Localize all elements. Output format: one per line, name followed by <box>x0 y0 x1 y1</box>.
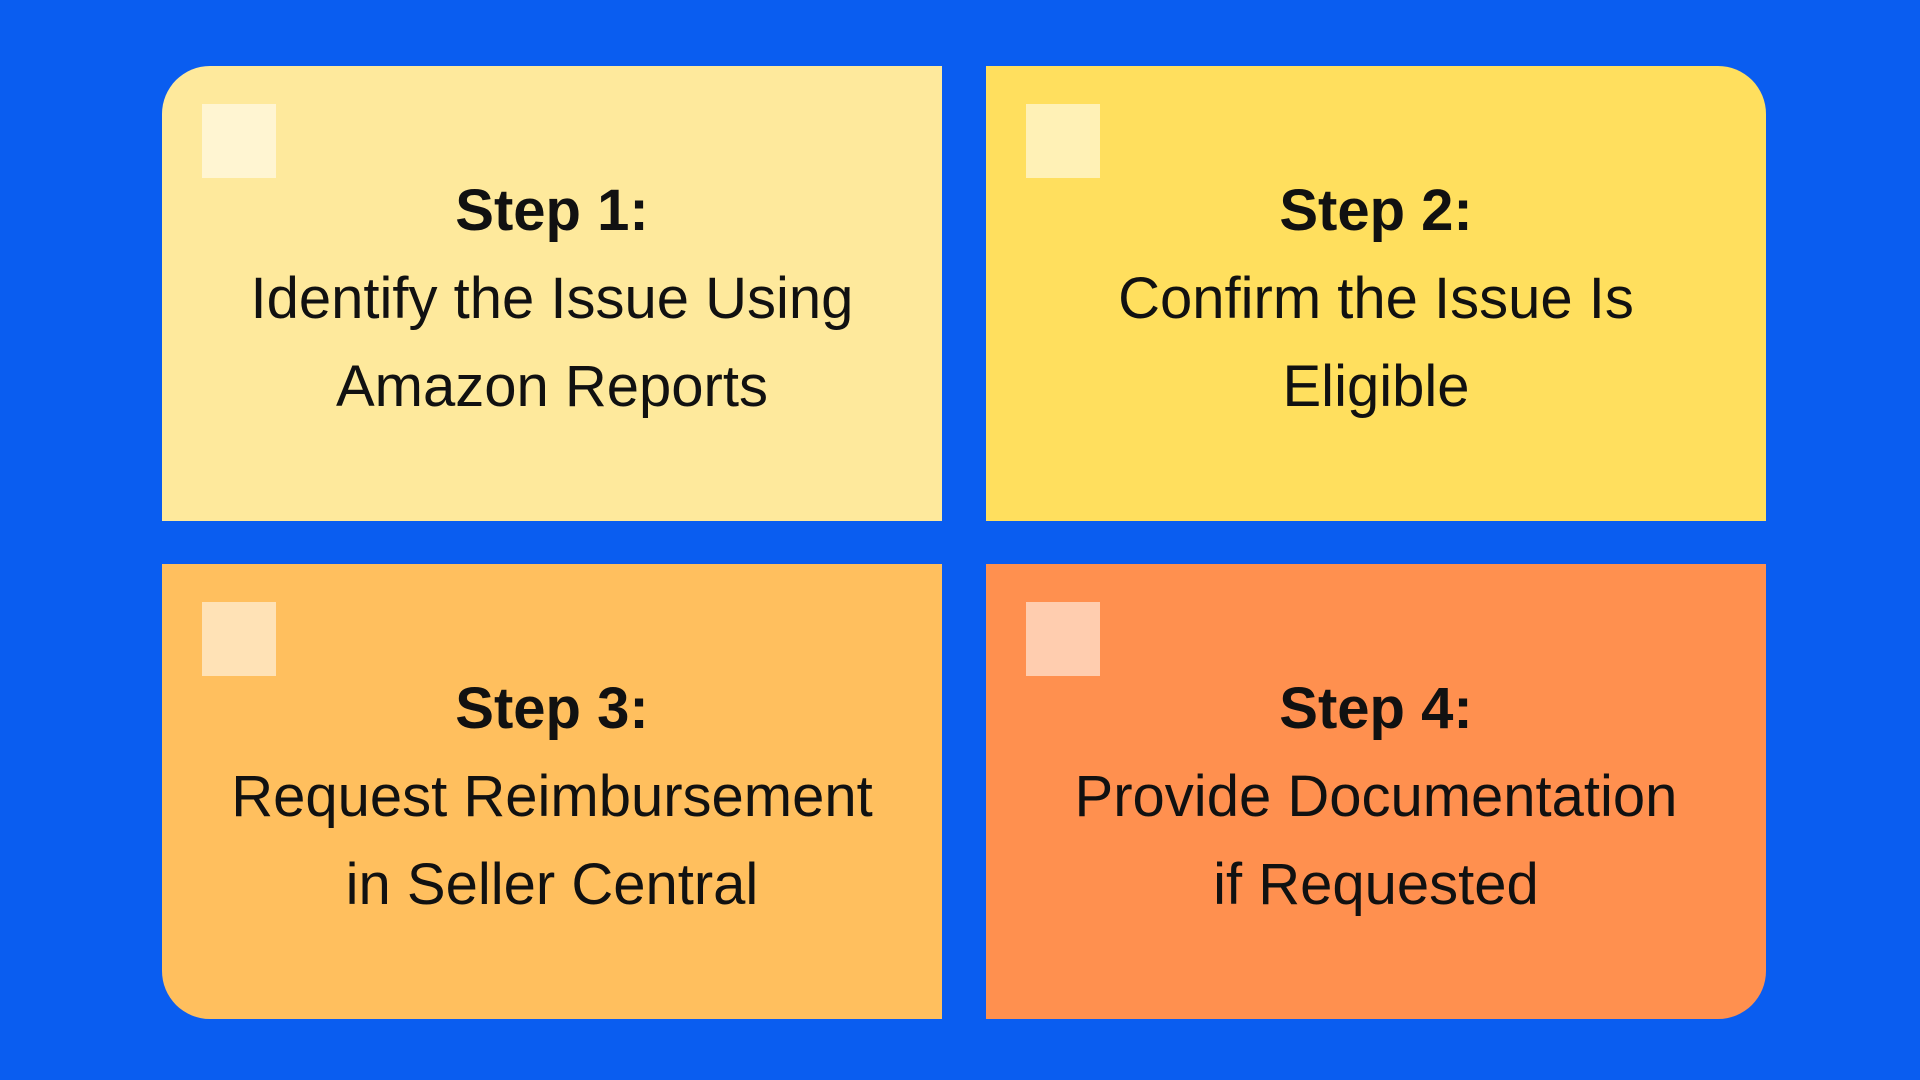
step-3-card: Step 3: Request Reimbursement in Seller … <box>162 564 942 1019</box>
step-3-line-1: Request Reimbursement <box>231 763 873 829</box>
step-3-title: Step 3: <box>455 675 649 741</box>
step-4-line-2: if Requested <box>1213 851 1539 917</box>
step-1-content: Step 1: Identify the Issue Using Amazon … <box>251 167 854 431</box>
step-2-marker <box>1026 104 1100 178</box>
step-1-marker <box>202 104 276 178</box>
step-3-content: Step 3: Request Reimbursement in Seller … <box>231 665 873 929</box>
step-4-marker <box>1026 602 1100 676</box>
step-1-card: Step 1: Identify the Issue Using Amazon … <box>162 66 942 521</box>
step-4-card: Step 4: Provide Documentation if Request… <box>986 564 1766 1019</box>
step-2-line-2: Eligible <box>1282 353 1470 419</box>
step-4-title: Step 4: <box>1279 675 1473 741</box>
step-2-content: Step 2: Confirm the Issue Is Eligible <box>1118 167 1634 431</box>
step-3-marker <box>202 602 276 676</box>
step-1-line-1: Identify the Issue Using <box>250 265 854 331</box>
step-4-line-1: Provide Documentation <box>1074 763 1678 829</box>
step-3-line-2: in Seller Central <box>345 851 759 917</box>
step-4-content: Step 4: Provide Documentation if Request… <box>1075 665 1678 929</box>
step-1-title: Step 1: <box>455 177 649 243</box>
step-2-title: Step 2: <box>1279 177 1473 243</box>
step-1-line-2: Amazon Reports <box>336 353 768 419</box>
step-2-line-1: Confirm the Issue Is <box>1118 265 1634 331</box>
step-2-card: Step 2: Confirm the Issue Is Eligible <box>986 66 1766 521</box>
